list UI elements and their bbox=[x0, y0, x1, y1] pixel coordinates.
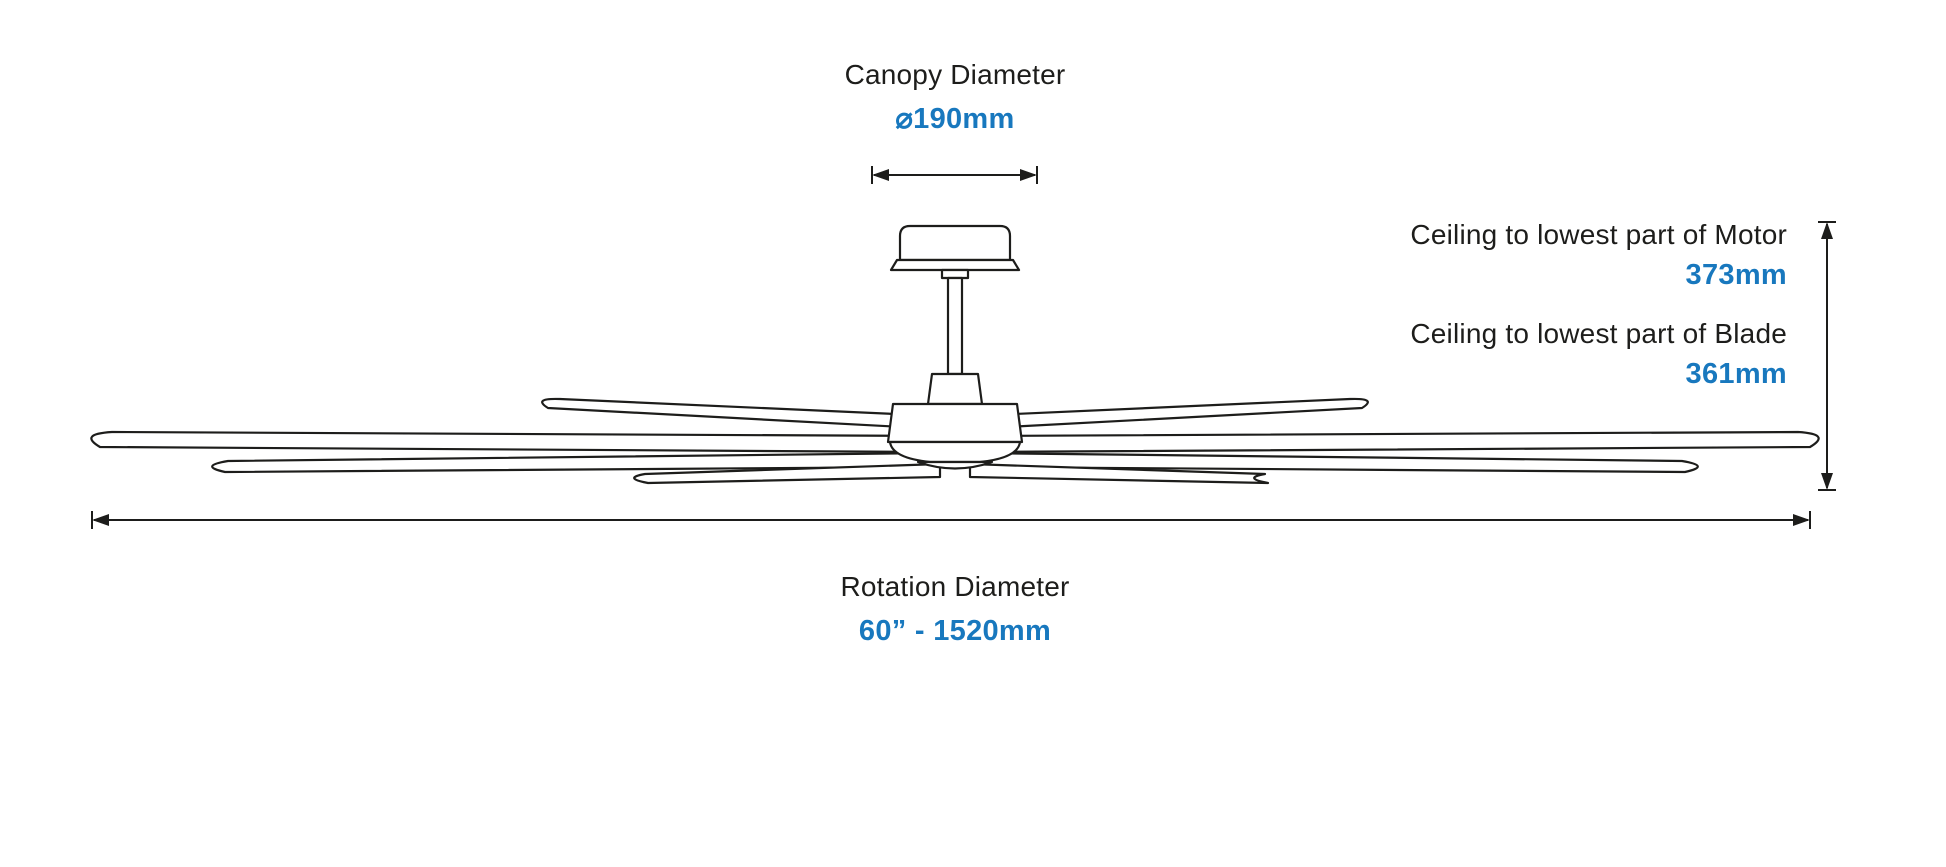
height-dimension-arrow bbox=[1818, 221, 1836, 491]
fan-downrod bbox=[940, 268, 970, 376]
blade-drop-label: Ceiling to lowest part of Blade bbox=[1410, 318, 1787, 349]
blade-drop-value: 361mm bbox=[1685, 358, 1787, 390]
rotation-dimension-arrow bbox=[91, 511, 1811, 529]
rotation-diameter-label: Rotation Diameter bbox=[840, 571, 1070, 602]
rotation-diameter-value: 60” - 1520mm bbox=[858, 615, 1052, 647]
fan-blades bbox=[90, 397, 1820, 485]
canopy-diameter-label: Canopy Diameter bbox=[844, 59, 1066, 90]
fan-motor-housing bbox=[886, 372, 1024, 470]
canopy-diameter-value: ⌀190mm bbox=[895, 103, 1015, 135]
motor-drop-value: 373mm bbox=[1685, 259, 1787, 291]
fan-canopy bbox=[889, 224, 1021, 272]
motor-drop-label: Ceiling to lowest part of Motor bbox=[1410, 219, 1787, 250]
canopy-dimension-arrow bbox=[871, 166, 1038, 184]
